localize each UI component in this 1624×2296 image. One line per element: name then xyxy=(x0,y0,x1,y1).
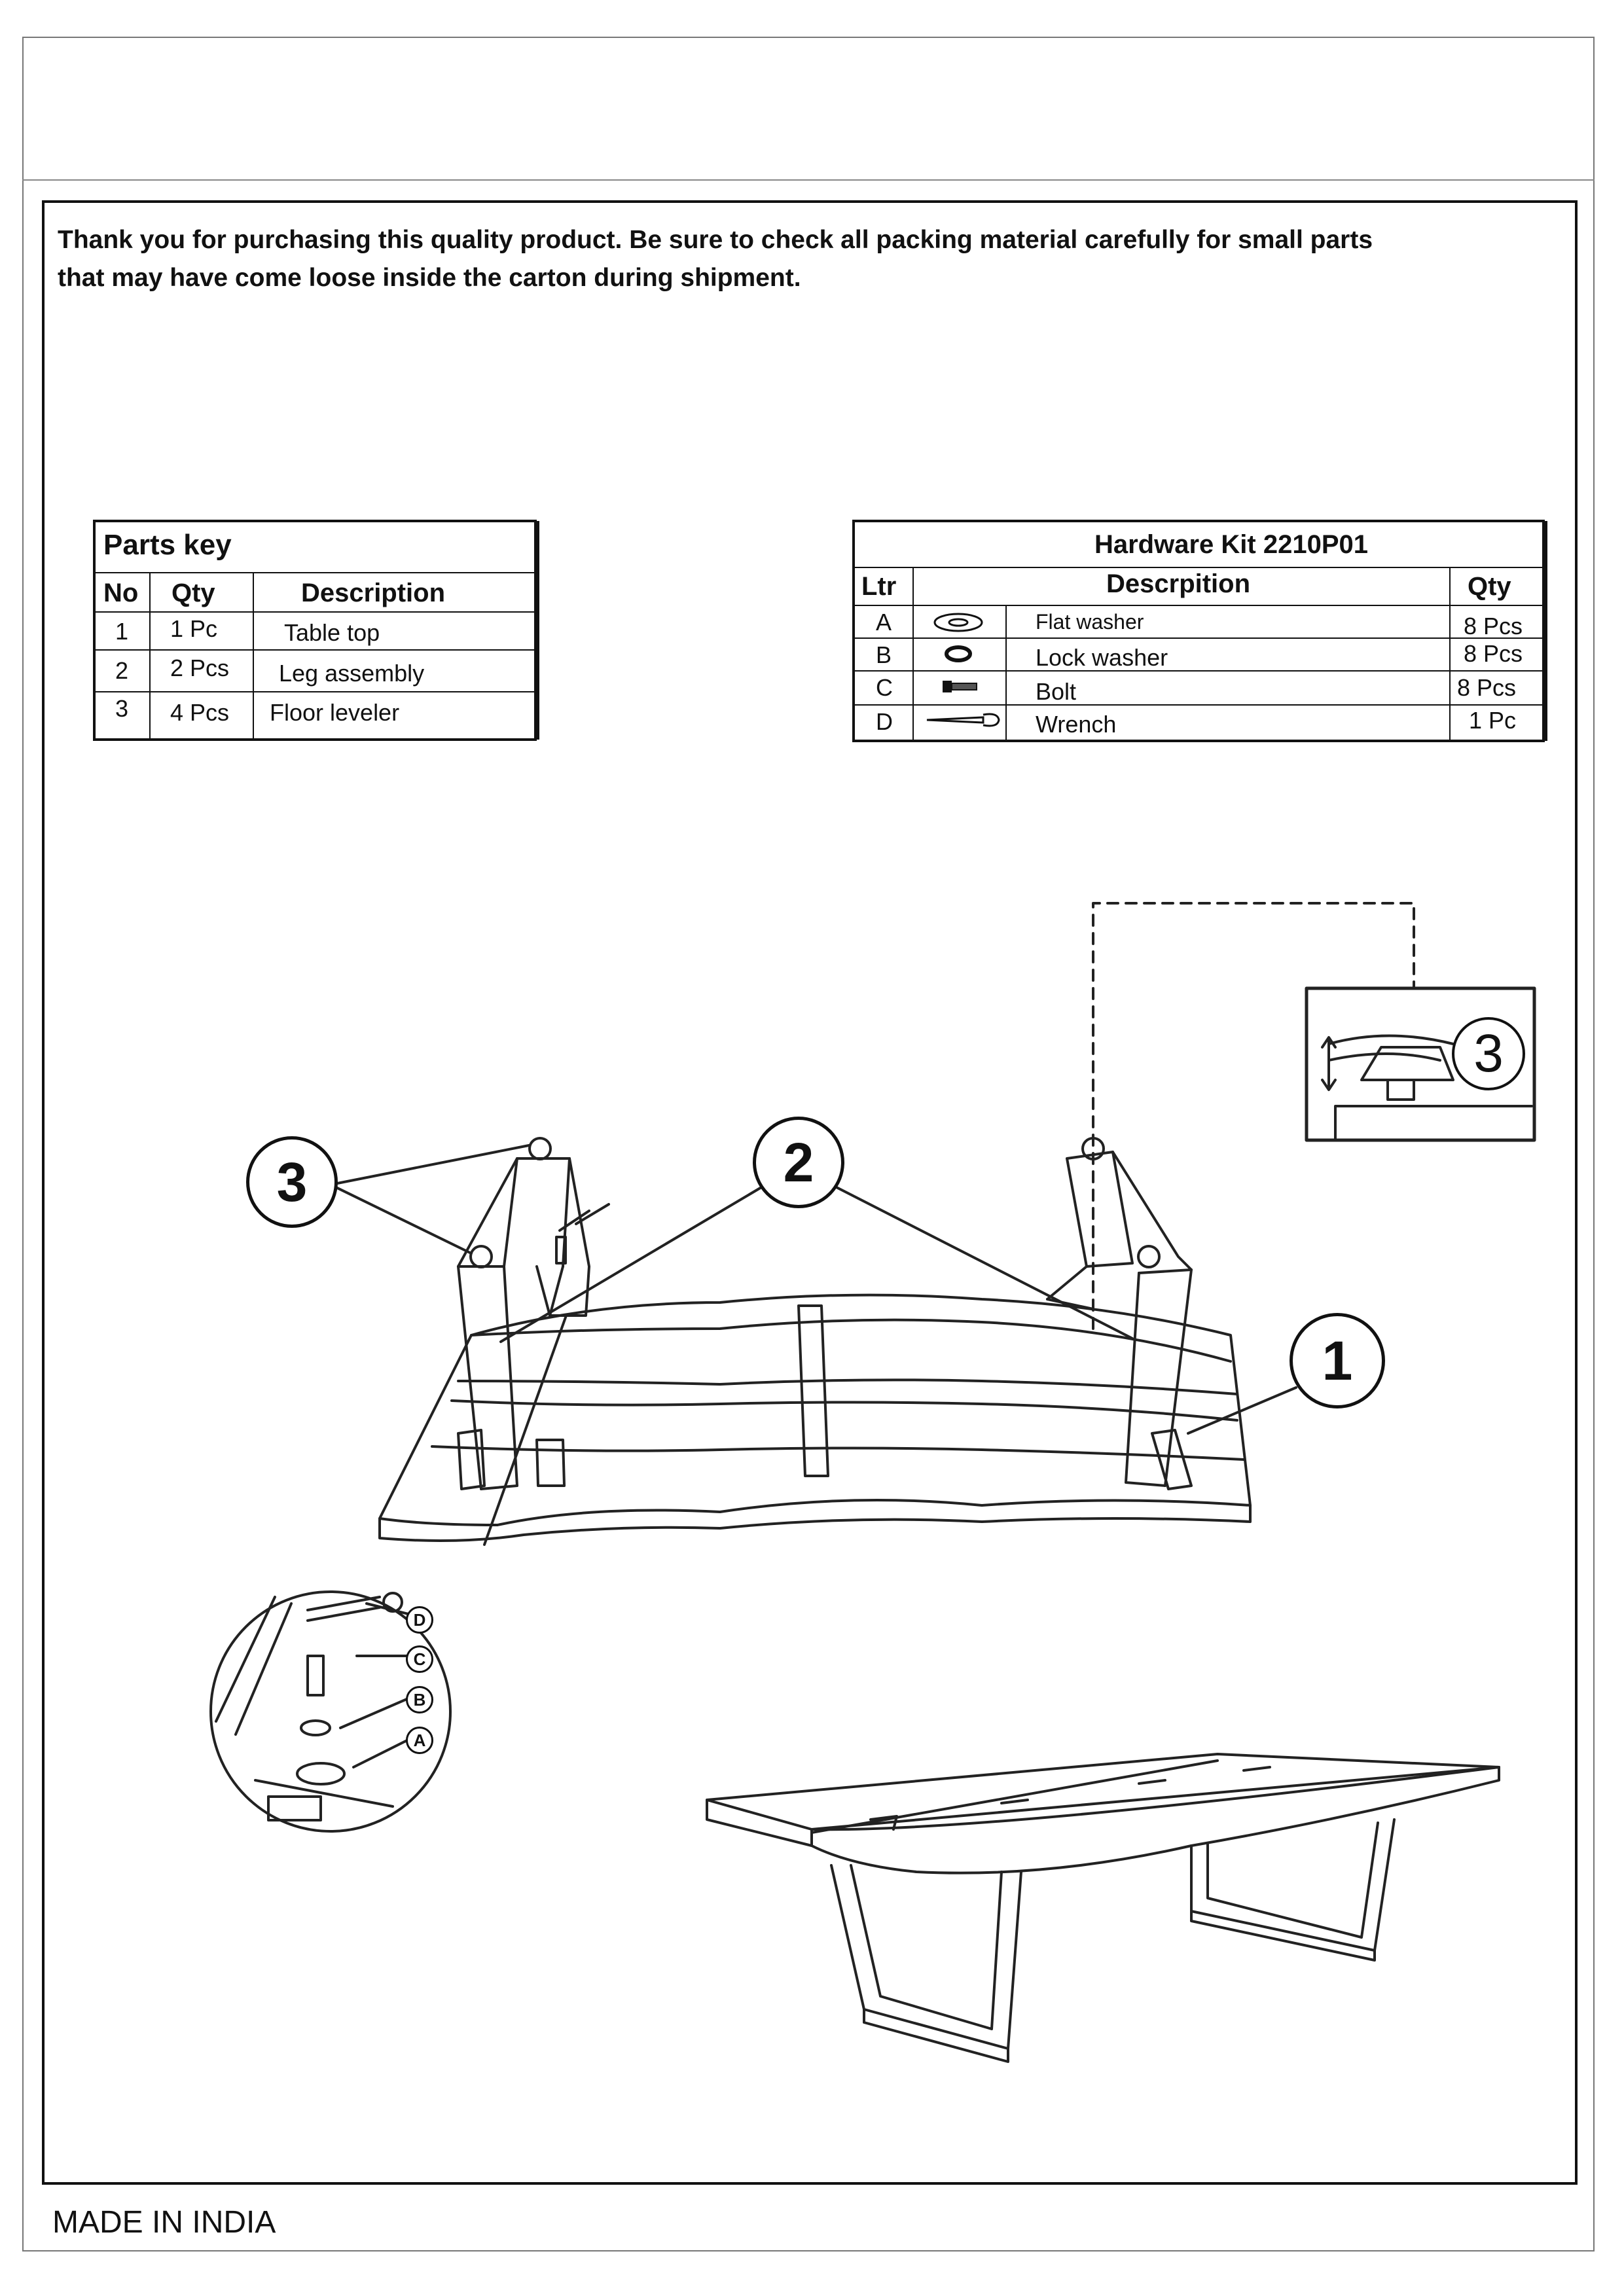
hardware-row-c-ltr: C xyxy=(876,674,893,701)
bolt-icon xyxy=(943,681,977,692)
divider xyxy=(96,611,534,613)
hardware-kit-table: Hardware Kit 2210P01 Ltr Descrpition Qty… xyxy=(852,520,1545,742)
divider xyxy=(96,649,534,651)
parts-row-2-qty: 2 Pcs xyxy=(170,655,230,681)
detail-label-d: D xyxy=(406,1606,433,1634)
parts-header-description: Description xyxy=(301,579,446,607)
divider xyxy=(912,568,914,740)
parts-row-1-no: 1 xyxy=(115,618,129,645)
content-frame xyxy=(42,200,1578,2185)
parts-row-1-qty: 1 Pc xyxy=(170,615,218,642)
divider xyxy=(855,670,1542,672)
hardware-title: Hardware Kit 2210P01 xyxy=(1094,530,1368,559)
divider xyxy=(96,572,534,573)
parts-row-2-desc: Leg assembly xyxy=(279,660,425,687)
parts-row-1-desc: Table top xyxy=(284,619,380,646)
hardware-header-qty: Qty xyxy=(1468,572,1511,601)
detail-label-a: A xyxy=(406,1727,433,1754)
divider xyxy=(96,691,534,692)
hardware-row-a-desc: Flat washer xyxy=(1036,610,1144,634)
hardware-header-description: Descrpition xyxy=(1106,569,1251,598)
hardware-row-d-desc: Wrench xyxy=(1036,711,1117,738)
divider xyxy=(149,573,151,738)
hardware-row-d-qty: 1 Pc xyxy=(1469,707,1517,734)
parts-header-qty: Qty xyxy=(171,579,215,607)
parts-row-3-qty: 4 Pcs xyxy=(170,699,230,726)
divider xyxy=(1449,568,1451,740)
lock-washer-icon xyxy=(945,645,972,662)
intro-line-1: Thank you for purchasing this quality pr… xyxy=(58,226,1373,254)
divider xyxy=(1005,605,1007,740)
callout-1: 1 xyxy=(1290,1313,1385,1408)
divider xyxy=(855,605,1542,606)
callout-2: 2 xyxy=(753,1117,844,1208)
header-rule xyxy=(22,179,1595,181)
hardware-row-b-desc: Lock washer xyxy=(1036,644,1168,671)
hardware-header-ltr: Ltr xyxy=(861,572,897,601)
hardware-row-c-desc: Bolt xyxy=(1036,678,1077,705)
hardware-row-b-qty: 8 Pcs xyxy=(1464,640,1523,667)
callout-3: 3 xyxy=(246,1136,338,1228)
hardware-row-c-qty: 8 Pcs xyxy=(1457,674,1517,701)
page-outer-border xyxy=(22,37,1595,2251)
parts-key-table: Parts key No Qty Description 1 1 Pc Tabl… xyxy=(93,520,537,741)
divider xyxy=(253,573,254,738)
divider xyxy=(855,567,1542,568)
hardware-row-a-ltr: A xyxy=(876,609,892,636)
parts-header-no: No xyxy=(103,579,139,607)
detail-label-c: C xyxy=(406,1645,433,1673)
hardware-row-b-ltr: B xyxy=(876,641,892,668)
hardware-row-d-ltr: D xyxy=(876,708,893,735)
made-in-label: MADE IN INDIA xyxy=(52,2205,276,2240)
hardware-row-a-qty: 8 Pcs xyxy=(1464,613,1523,639)
parts-row-3-desc: Floor leveler xyxy=(270,699,400,726)
parts-row-2-no: 2 xyxy=(115,657,129,684)
intro-line-2: that may have come loose inside the cart… xyxy=(58,264,801,292)
wrench-icon xyxy=(926,713,1000,727)
divider xyxy=(855,637,1542,639)
divider xyxy=(855,704,1542,706)
intro-text: Thank you for purchasing this quality pr… xyxy=(58,221,1530,297)
parts-row-3-no: 3 xyxy=(115,695,129,722)
inset-callout-3: 3 xyxy=(1452,1017,1525,1090)
detail-label-b: B xyxy=(406,1686,433,1713)
parts-key-title: Parts key xyxy=(103,529,232,561)
flat-washer-icon xyxy=(933,613,983,632)
